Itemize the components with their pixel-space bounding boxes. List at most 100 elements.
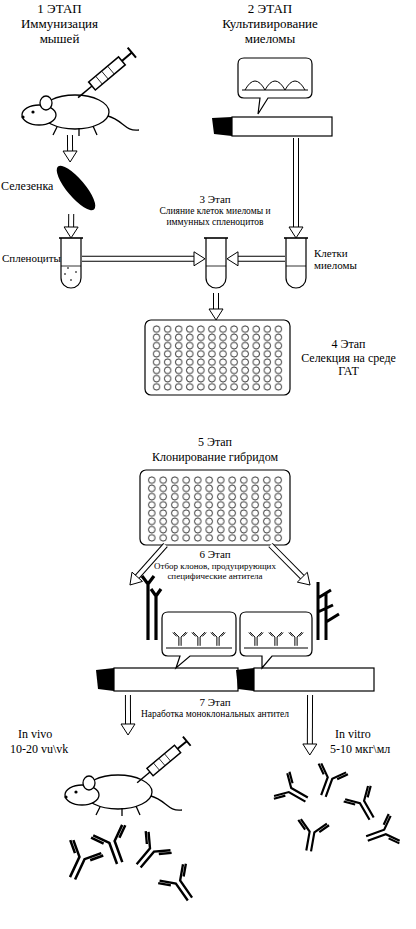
stage-node: Спленоциты [60, 238, 82, 290]
test-tube [204, 238, 228, 288]
arrow-head [227, 252, 238, 266]
syringe-drawing [133, 737, 190, 788]
arrow-connector [289, 138, 303, 238]
antibody-symbol [173, 632, 187, 646]
arrow-shaft [308, 695, 312, 745]
mouse-drawing [64, 775, 182, 816]
culture-flask [254, 668, 374, 691]
antibody-symbol [343, 785, 385, 827]
bubble-base [166, 648, 232, 649]
stage-caption: Клонирование гибридом [120, 451, 310, 464]
stage-title: 7 Этап [150, 696, 280, 708]
stage-title: 5 Этап [140, 436, 290, 449]
stage-node: 4 ЭтапСелекция на среде ГАТ [145, 320, 290, 395]
antibody-symbol [157, 863, 203, 909]
stage-node: Селезенка [48, 162, 102, 214]
test-tube [284, 238, 308, 288]
arrow-shaft [237, 257, 285, 261]
arrow-outline [82, 256, 195, 262]
arrow-head [121, 724, 135, 735]
stage-node: In vitro5-10 мкг\мл [265, 755, 405, 855]
stage-title: 6 Этап [135, 548, 295, 560]
antibody-symbol [91, 824, 137, 869]
antibody-symbol [192, 632, 206, 646]
stage-caption: Клетки миеломы [314, 247, 376, 272]
stage-title: 4 Этап [296, 338, 401, 351]
antibody-symbol [309, 763, 349, 802]
flask-neck [236, 668, 254, 691]
stage-caption: Наработка моноклональных антител [120, 709, 310, 720]
arrow-shaft [69, 214, 73, 228]
flask-neck [96, 668, 114, 691]
stage-node: 6 ЭтапОтбор клонов, продуцирующих специф… [100, 585, 385, 695]
stage-node: 3 ЭтапСлияние клеток миеломы и иммунных … [205, 238, 227, 293]
arrow-head [303, 744, 317, 755]
syringe-drawing [74, 48, 136, 103]
test-tube [59, 238, 83, 288]
stage-node: In vivo10-20 vu\vk [60, 735, 200, 905]
well-plate [145, 320, 290, 395]
arrow-shaft [214, 293, 218, 310]
antibody-symbol [273, 771, 315, 813]
zoom-bubble [162, 612, 236, 668]
well-plate [140, 470, 290, 545]
stage-node: 5 ЭтапКлонирование гибридом [140, 470, 290, 545]
arrow-connector [209, 293, 223, 320]
arrow-head [64, 227, 78, 238]
arrow-connector [63, 135, 77, 162]
flask-neck [212, 117, 232, 136]
stage-title: 2 ЭТАП [200, 2, 340, 17]
arrow-shaft [82, 257, 195, 261]
stage-caption: Отбор клонов, продуцирующих специфически… [130, 561, 300, 581]
clone-cells [142, 576, 161, 640]
antibody-symbol [293, 819, 329, 854]
stage-caption: Иммунизация мышей [12, 17, 107, 46]
stage-node: 1 ЭТАПИммунизация мышей [15, 55, 135, 135]
antibody-symbol [249, 632, 263, 646]
arrow-head [289, 227, 303, 238]
stage-caption: 10-20 vu\vk [10, 743, 68, 756]
stage-node: Клетки миеломы [285, 238, 307, 293]
arrow-head [130, 572, 143, 585]
culture-flask [114, 668, 238, 691]
stage-caption: Селекция на среде ГАТ [296, 352, 401, 379]
antibody-symbol [126, 830, 173, 877]
antibody-symbol [289, 632, 303, 646]
arrow-connector [82, 252, 205, 266]
spleen-drawing [51, 161, 101, 215]
stage-caption: Культивирование миеломы [200, 17, 340, 46]
bubble-base [244, 648, 308, 649]
arrow-head [194, 252, 205, 266]
arrow-connector [271, 545, 311, 585]
plate-wells [146, 476, 284, 542]
zoom-bubble [238, 58, 312, 114]
plate-wells [151, 325, 284, 391]
stage-node: 2 ЭТАПКультивирование миеломы [205, 52, 335, 138]
arrow-connector [64, 214, 78, 238]
arrow-outline [307, 695, 313, 745]
antibody-symbol [211, 632, 225, 646]
stage-caption: 5-10 мкг\мл [330, 743, 390, 756]
myeloma-cells [242, 81, 308, 90]
culture-flask [232, 117, 332, 136]
antibody-symbol [56, 839, 104, 886]
stage-title: In vitro [335, 728, 371, 741]
arrow-head [63, 151, 77, 162]
arrow-shaft [294, 138, 298, 228]
arrow-connector [227, 252, 285, 266]
antibody-symbol [269, 632, 283, 646]
zoom-bubble [240, 612, 312, 668]
clone-cells [318, 582, 339, 640]
arrow-shaft [68, 135, 72, 152]
arrow-head [297, 572, 310, 585]
arrow-outline [67, 135, 73, 152]
arrow-outline [293, 138, 299, 228]
mouse-drawing [21, 95, 139, 136]
stage-title: In vivo [18, 728, 52, 741]
antibody-symbol [362, 814, 401, 854]
stage-caption: Селезенка [1, 180, 53, 193]
arrow-head [209, 309, 223, 320]
